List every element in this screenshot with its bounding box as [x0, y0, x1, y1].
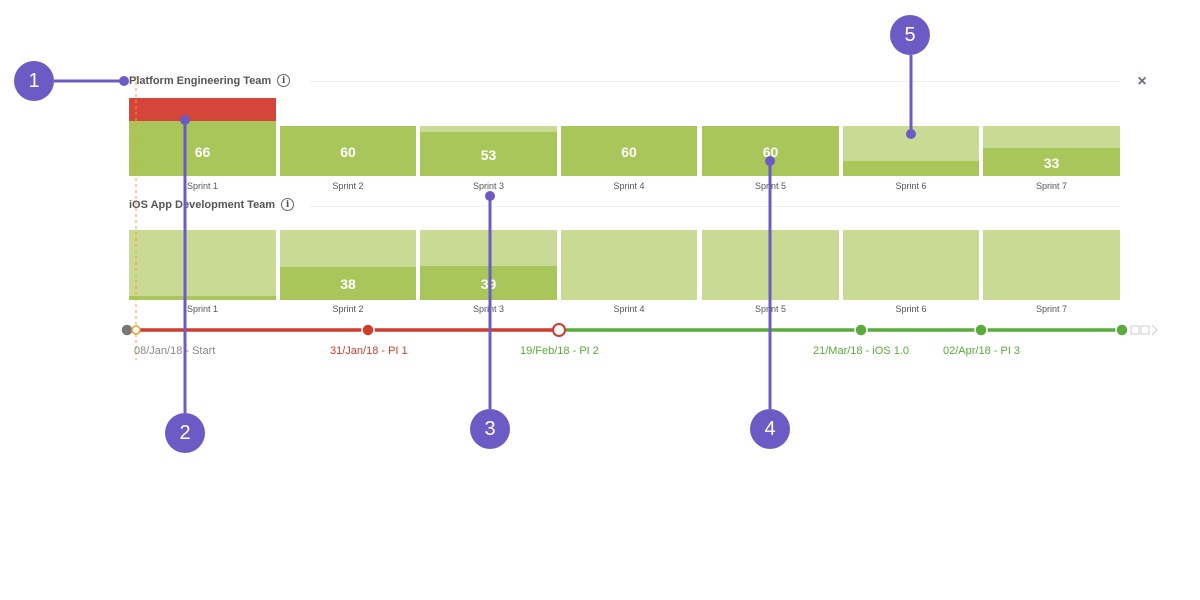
team-name: Platform Engineering Team — [129, 74, 272, 87]
sprint-capacity-bar[interactable]: 60 — [702, 126, 839, 176]
capacity-background — [983, 230, 1120, 300]
milestone-label[interactable]: 08/Jan/18 - Start — [134, 345, 216, 357]
callout-badge: 1 — [14, 61, 54, 101]
sprint-capacity-bar[interactable]: 66 — [129, 126, 276, 176]
callout-badge: 5 — [890, 15, 930, 55]
timeline-today-dot — [131, 325, 141, 335]
close-icon[interactable]: × — [1137, 73, 1147, 90]
sprint-capacity-bar[interactable]: 53 — [420, 126, 557, 176]
committed-fill — [280, 267, 416, 300]
team-name: iOS App Development Team — [129, 198, 276, 211]
committed-fill — [129, 296, 276, 300]
callout-badge: 2 — [165, 413, 205, 453]
capacity-background — [561, 230, 697, 300]
timeline-end-dot — [1115, 323, 1129, 337]
committed-fill — [420, 132, 557, 176]
milestone-dot — [854, 323, 868, 337]
callout-dot — [485, 191, 495, 201]
committed-value: 39 — [480, 276, 497, 292]
sprint-label: Sprint 5 — [754, 181, 787, 191]
capacity-background — [702, 230, 839, 300]
sprint-label: Sprint 6 — [895, 181, 927, 191]
sprint-label: Sprint 7 — [1035, 181, 1068, 191]
capacity-background — [843, 230, 979, 300]
sprint-capacity-bar[interactable] — [843, 230, 979, 300]
over-capacity-gap — [129, 121, 276, 126]
sprint-capacity-bar[interactable] — [983, 230, 1120, 300]
milestone-dot — [361, 323, 375, 337]
team-title-platform-engineering: Platform Engineering Team i — [129, 74, 291, 87]
team-divider — [310, 206, 1120, 207]
committed-value: 60 — [340, 144, 356, 160]
sprint-capacity-bar[interactable] — [843, 126, 979, 176]
sprint-capacity-bar[interactable]: 60 — [561, 126, 697, 176]
capacity-background — [129, 230, 276, 300]
team-divider — [310, 81, 1120, 82]
timeline-arrow-icon — [1151, 324, 1158, 336]
timeline-more-marker — [1140, 325, 1150, 335]
milestone-label[interactable]: 21/Mar/18 - iOS 1.0 — [813, 345, 909, 357]
sprint-capacity-bar[interactable]: 33 — [983, 126, 1120, 176]
committed-value: 66 — [194, 144, 211, 160]
sprint-label: Sprint 1 — [186, 304, 219, 314]
callout-badge: 3 — [470, 409, 510, 449]
committed-value: 33 — [1043, 155, 1060, 171]
milestone-label[interactable]: 02/Apr/18 - PI 3 — [943, 345, 1021, 357]
sprint-capacity-bar[interactable] — [561, 230, 697, 300]
sprint-label: Sprint 6 — [895, 304, 927, 314]
sprint-capacity-bar[interactable]: 38 — [280, 230, 416, 300]
timeline-start-dot — [120, 323, 134, 337]
milestone-label[interactable]: 31/Jan/18 - PI 1 — [330, 345, 408, 357]
committed-fill — [129, 126, 276, 176]
committed-value: 60 — [621, 144, 637, 160]
callout-dot — [119, 76, 129, 86]
sprint-label: Sprint 4 — [613, 181, 645, 191]
sprint-label: Sprint 3 — [472, 181, 505, 191]
sprint-label: Sprint 3 — [472, 304, 505, 314]
sprint-capacity-bar[interactable] — [129, 230, 276, 300]
committed-fill — [983, 148, 1120, 176]
sprint-label: Sprint 2 — [332, 181, 364, 191]
sprint-label: Sprint 2 — [332, 304, 364, 314]
sprint-capacity-bar[interactable]: 39 — [420, 230, 557, 300]
info-icon[interactable]: i — [281, 198, 295, 211]
sprint-capacity-bar[interactable] — [702, 230, 839, 300]
milestone-label[interactable]: 19/Feb/18 - PI 2 — [520, 345, 599, 357]
team-title-ios-app-development: iOS App Development Team i — [129, 198, 295, 211]
sprint-capacity-bar[interactable]: 60 — [280, 126, 416, 176]
milestone-dot — [974, 323, 988, 337]
committed-fill — [843, 161, 979, 176]
info-icon[interactable]: i — [277, 74, 291, 87]
callout-badge: 4 — [750, 409, 790, 449]
sprint-label: Sprint 5 — [754, 304, 787, 314]
committed-fill — [280, 126, 416, 176]
committed-value: 38 — [340, 276, 356, 292]
milestone-dot — [552, 323, 566, 337]
timeline-more-marker — [1130, 325, 1140, 335]
over-capacity-bar — [129, 98, 276, 121]
sprint-label: Sprint 4 — [613, 304, 645, 314]
committed-value: 60 — [762, 144, 779, 160]
committed-value: 53 — [480, 147, 497, 163]
committed-fill — [561, 126, 697, 176]
sprint-label: Sprint 7 — [1035, 304, 1068, 314]
sprint-label: Sprint 1 — [186, 181, 219, 191]
